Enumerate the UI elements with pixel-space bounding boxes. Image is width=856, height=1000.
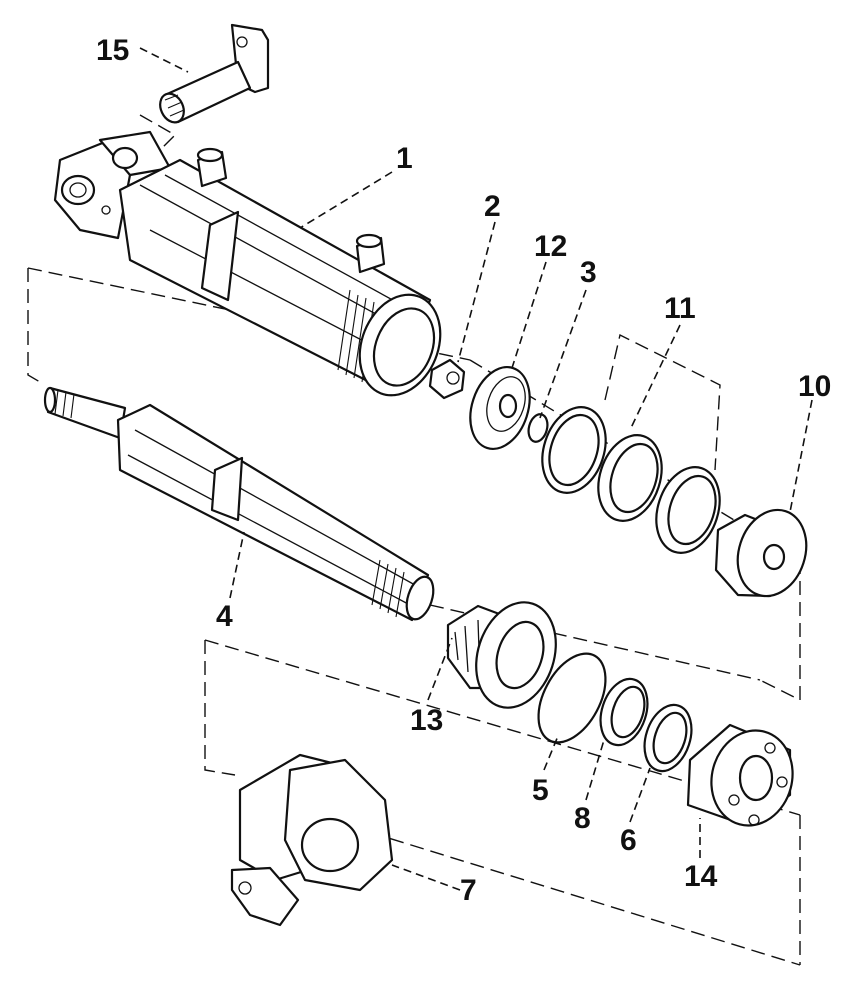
barrel-mouth-inner (372, 307, 436, 387)
leader-12 (511, 261, 547, 369)
bracket-eye-hole (300, 817, 360, 873)
seal-ring-3-inner (667, 474, 717, 546)
piston-step (486, 376, 526, 432)
clevis-grease-hole (101, 205, 111, 215)
guide-bracket-11 (604, 333, 721, 471)
part-5-o-ring (537, 652, 607, 744)
port-2-top (355, 233, 383, 249)
guide-rod-axis (429, 604, 761, 681)
guide-cylinder-left (27, 268, 41, 383)
clevis-hole-front-inner (69, 182, 87, 198)
end-fitting-bore (762, 543, 786, 571)
wiper-inner (652, 711, 688, 765)
collar-hole-2 (776, 776, 788, 788)
leader-10 (789, 399, 813, 513)
rod-tip (43, 386, 57, 414)
leader-2 (457, 221, 496, 363)
guide-mount-bottom (329, 819, 801, 966)
pin-head-hole (236, 36, 248, 48)
bracket-foot (230, 866, 300, 927)
bracket-foot-hole (238, 881, 252, 895)
part-11-seal-set (541, 406, 721, 554)
callout-14: 14 (684, 860, 718, 893)
callout-4: 4 (216, 600, 233, 633)
pin-end (159, 92, 185, 124)
callout-8: 8 (574, 802, 591, 835)
part-14-collar (686, 723, 794, 827)
callout-15: 15 (96, 34, 129, 67)
callout-11: 11 (664, 292, 696, 325)
collar-bore (738, 754, 774, 802)
seal-ring-1-inner (548, 413, 600, 487)
rod-end-thread (371, 559, 405, 618)
rod-shading (127, 429, 416, 606)
callout-numbers: 15 1 2 12 3 11 10 4 13 5 8 6 14 7 (96, 34, 831, 907)
part-4-piston-rod (43, 386, 435, 622)
part-13-gland (446, 601, 557, 709)
rod-end-face (405, 575, 435, 621)
part-8-ring (599, 677, 649, 747)
collar-hole-3 (748, 814, 760, 826)
part-7-mounting-bracket (230, 753, 394, 927)
barrel-shading (139, 174, 421, 361)
leader-1 (299, 171, 393, 229)
part-12-piston (469, 366, 531, 450)
callout-12: 12 (534, 230, 567, 263)
leader-lines (139, 47, 813, 891)
seal-ring-2-inner (609, 442, 659, 514)
leader-5 (543, 735, 559, 771)
leader-4 (229, 531, 245, 599)
piston-bore (498, 393, 518, 419)
callout-13: 13 (410, 704, 443, 737)
part-10-end-fitting (714, 508, 808, 598)
leader-13 (427, 637, 453, 701)
leader-3 (539, 289, 587, 419)
rod-thread-hatch (54, 389, 75, 419)
clevis-hole-front (60, 174, 96, 206)
callout-1: 1 (396, 142, 413, 175)
guide-pin-15 (139, 114, 177, 151)
callout-6: 6 (620, 824, 637, 857)
leader-6 (629, 767, 651, 823)
callout-5: 5 (532, 774, 549, 807)
leader-15 (139, 47, 189, 73)
callout-3: 3 (580, 256, 597, 289)
part-6-wiper (643, 703, 693, 773)
guide-cylinder-axis (27, 267, 471, 361)
rod-band (210, 456, 244, 522)
leader-11 (629, 324, 681, 431)
callout-7: 7 (460, 874, 477, 907)
gland-bore (495, 620, 545, 690)
callout-2: 2 (484, 190, 501, 223)
pin-end-hatch (164, 94, 185, 117)
clevis-hole-back (111, 146, 139, 170)
collar-hole-4 (728, 794, 740, 806)
leader-7 (391, 864, 461, 891)
part-1-cylinder-tube (53, 130, 442, 397)
collar-hole-1 (764, 742, 776, 754)
nut-bore (446, 371, 460, 385)
part-15-pin (159, 23, 270, 124)
guide-right-1 (759, 560, 801, 702)
ring-8-inner (610, 685, 646, 739)
part-2-nut (428, 358, 466, 400)
barrel-band (200, 210, 240, 302)
leader-8 (585, 739, 605, 801)
port-1-top (196, 147, 224, 163)
rod-thread-end (46, 386, 127, 440)
rod-shaft (116, 403, 430, 622)
callout-10: 10 (798, 370, 831, 403)
guide-mount-left (204, 640, 236, 776)
